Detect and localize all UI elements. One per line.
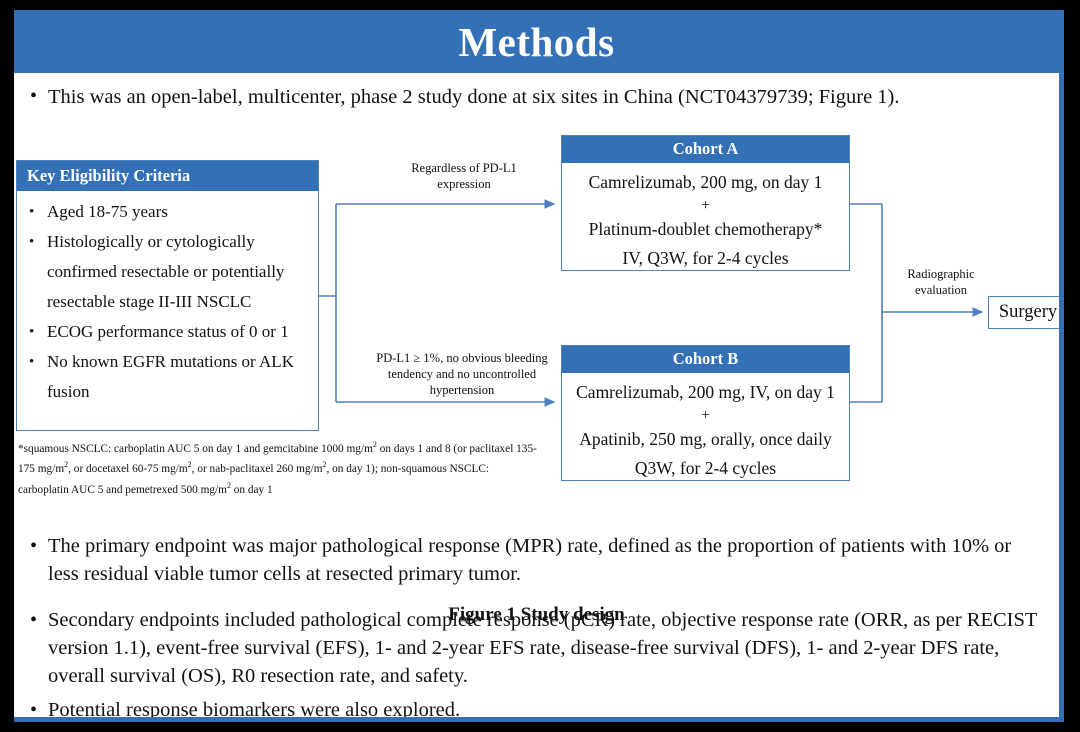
cohort-a-header: Cohort A [562,136,849,163]
list-item: Histologically or cytologically confirme… [21,227,312,317]
slide-title-band: Methods [14,10,1059,73]
cohort-b-plus: + [700,407,711,424]
cohort-a-line-1: Camrelizumab, 200 mg, on day 1 [588,172,823,192]
connector-label-radiographic: Radiographic evaluation [907,267,975,297]
surgery-box: Surgery [988,296,1059,329]
cohort-b-body: Camrelizumab, 200 mg, IV, on day 1 + Apa… [562,373,849,483]
study-design-figure: Key Eligibility Criteria Aged 18-75 year… [14,122,1059,625]
lead-bullet-row: • This was an open-label, multicenter, p… [30,82,1040,112]
list-item: No known EGFR mutations or ALK fusion [21,347,312,407]
list-item: Aged 18-75 years [21,197,312,227]
lead-bullet-text: This was an open-label, multicenter, pha… [48,86,900,108]
bullet-primary-endpoint: • The primary endpoint was major patholo… [30,532,1042,588]
eligibility-criteria-list: Aged 18-75 years Histologically or cytol… [17,191,318,407]
cohort-a-body: Camrelizumab, 200 mg, on day 1 + Platinu… [562,163,849,273]
cohort-b-line-1: Camrelizumab, 200 mg, IV, on day 1 [576,382,835,402]
bullet-text: Secondary endpoints included pathologica… [48,609,1038,687]
eligibility-panel-header: Key Eligibility Criteria [17,161,318,191]
bullet-marker-icon: • [30,609,38,631]
cohort-a-line-3: IV, Q3W, for 2-4 cycles [622,248,789,268]
bullet-marker-icon: • [30,85,38,107]
cohort-b-line-3: Q3W, for 2-4 cycles [634,458,777,478]
bullet-text: Potential response biomarkers were also … [48,699,461,721]
chemotherapy-footnote: *squamous NSCLC: carboplatin AUC 5 on da… [18,440,537,496]
bullet-biomarkers: • Potential response biomarkers were als… [30,696,1042,721]
bullet-text: The primary endpoint was major pathologi… [48,535,1012,585]
cohort-b-line-2: Apatinib, 250 mg, orally, once daily [579,429,832,449]
connector-label-bottom: PD-L1 ≥ 1%, no obvious bleeding tendency… [376,351,548,397]
bullet-marker-icon: • [30,699,38,721]
figure-caption: Figure 1 Study design [448,604,625,625]
cohort-a-line-2: Platinum-doublet chemotherapy* [588,219,823,239]
eligibility-criteria-panel: Key Eligibility Criteria Aged 18-75 year… [16,160,319,431]
cohort-b-header: Cohort B [562,346,849,373]
bullet-marker-icon: • [30,535,38,557]
slide-canvas: Methods • This was an open-label, multic… [14,10,1064,722]
bullet-secondary-endpoints: • Secondary endpoints included pathologi… [30,606,1042,690]
figure-connectors [319,199,984,407]
connector-label-top: Regardless of PD-L1 expression [411,161,517,191]
cohort-a-plus: + [700,197,711,214]
cohort-b-panel: Cohort B Camrelizumab, 200 mg, IV, on da… [561,345,850,481]
cohort-a-panel: Cohort A Camrelizumab, 200 mg, on day 1 … [561,135,850,271]
list-item: ECOG performance status of 0 or 1 [21,317,312,347]
page-title: Methods [458,19,615,65]
